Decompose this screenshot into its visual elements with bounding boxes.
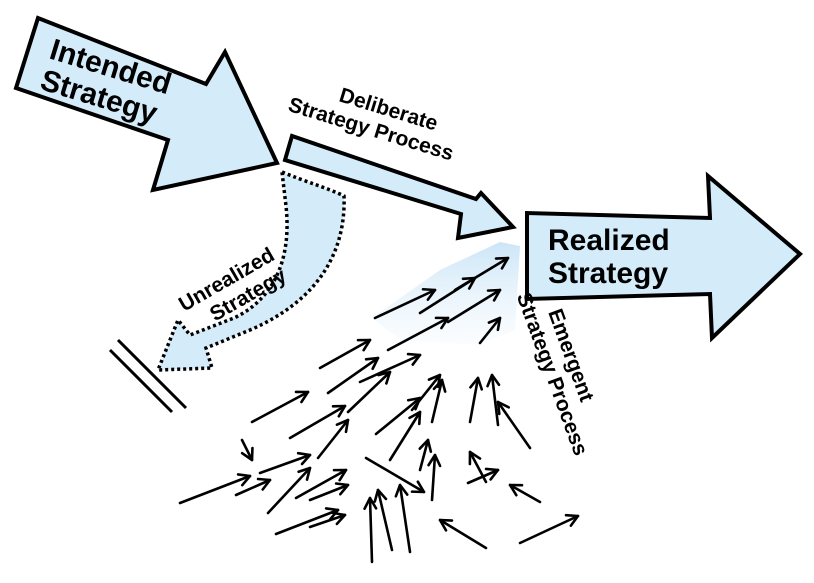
emergent-arrow [427,453,442,502]
emergent-arrow [316,418,350,460]
emergent-arrow [373,287,437,320]
emergent-arrow [288,404,347,440]
emergent-arrow [373,488,394,552]
emergent-arrow [386,316,450,352]
emergent-arrow [178,473,252,505]
emergent-arrows [178,256,580,564]
emergent-arrow [446,288,502,324]
emergent-arrow [240,438,254,462]
intended-strategy-arrow [13,15,280,193]
emergent-arrow [468,376,484,424]
emergent-haze [372,242,520,345]
emergent-arrow [486,373,501,427]
emergent-arrow [496,400,532,450]
realized-strategy-arrow [525,171,803,343]
emergent-arrow [453,256,510,292]
realized-line2: Strategy [548,257,668,290]
emergent-arrow [358,352,422,384]
emergent-arrow [258,451,312,475]
unrealized-strategy-arrow [155,169,346,372]
emergent-arrow [346,370,392,414]
emergent-arrow [250,390,310,424]
emergent-arrow [308,511,347,529]
emergent-arrow [318,338,372,370]
emergent-arrow [294,468,348,500]
emergent-arrow [394,483,412,554]
emergent-arrow [478,316,502,345]
emergent-arrow [234,477,272,497]
emergent-arrow [518,513,580,545]
realized-line1: Realized [548,224,670,257]
emergent-arrow [326,356,380,395]
emergent-arrow [308,482,350,502]
emergent-arrow [508,483,542,504]
emergent-arrow [438,518,488,550]
barrier-lines [108,338,188,414]
emergent-arrow [418,438,433,472]
emergent-arrow [466,467,500,485]
emergent-strategy-process-label: Emergent Strategy Process [512,281,615,458]
realized-strategy-label: Realized Strategy [548,224,678,290]
emergent-arrow [364,456,426,494]
emergent-arrow [266,466,312,515]
emergent-arrow [388,410,422,462]
emergent-arrow [363,496,378,564]
deliberate-strategy-process-arrow [282,133,517,241]
emergent-arrow [374,396,422,436]
emergent-arrow [274,507,340,536]
emergent-arrow [430,378,447,424]
